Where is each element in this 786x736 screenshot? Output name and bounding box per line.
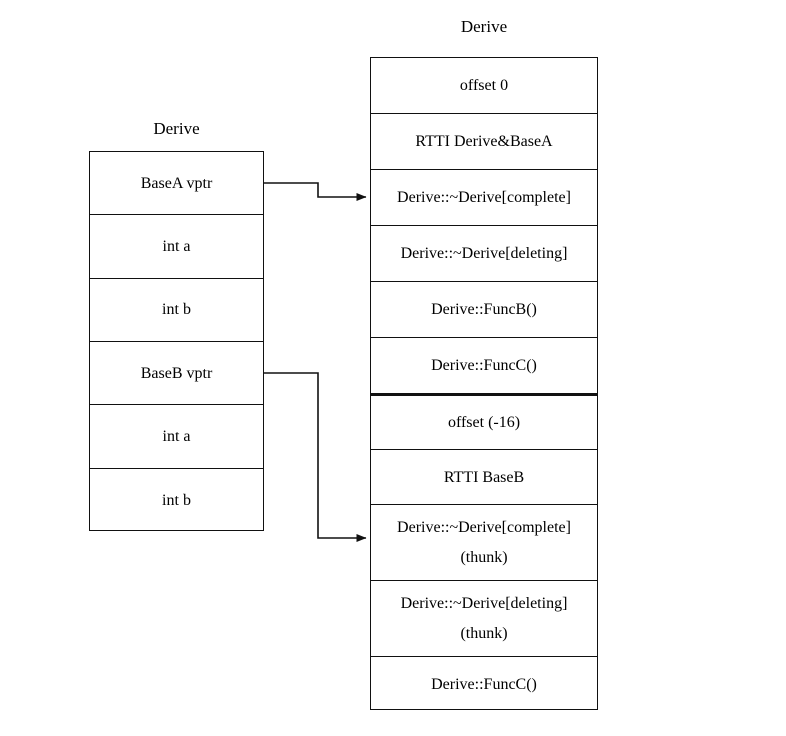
vtable-row-funcc-primary: Derive::FuncC() (371, 338, 597, 394)
vtable-row-label: Derive::FuncC() (431, 357, 537, 374)
object-layout-box: BaseA vptr int a int b BaseB vptr int a … (89, 151, 264, 531)
object-row-label: int a (162, 427, 191, 445)
vtable-row-rtti-baseb: RTTI BaseB (371, 450, 597, 505)
vtable-row-offset-0: offset 0 (371, 58, 597, 114)
vtable-row-label: Derive::~Derive[complete] (397, 189, 571, 206)
vtable-row-funcb: Derive::FuncB() (371, 282, 597, 338)
vtable-box: offset 0 RTTI Derive&BaseA Derive::~Deri… (370, 57, 598, 710)
vtable-row-label: RTTI BaseB (443, 468, 525, 486)
vtable-row-dtor-deleting: Derive::~Derive[deleting] (371, 226, 597, 282)
vtable-row-sublabel: (thunk) (460, 625, 508, 642)
vtable-row-offset-minus-16: offset (-16) (371, 394, 597, 450)
object-row-label: int b (162, 491, 191, 509)
vtable-row-label: offset 0 (459, 77, 509, 94)
object-row-int-b-2: int b (90, 469, 263, 532)
vtable-row-dtor-complete-thunk: Derive::~Derive[complete] (thunk) (371, 505, 597, 581)
object-row-label: int b (162, 301, 191, 319)
vtable-row-label: RTTI Derive&BaseA (415, 133, 553, 150)
object-row-basea-vptr: BaseA vptr (90, 152, 263, 216)
vtable-row-label: Derive::FuncB() (431, 301, 537, 318)
object-row-int-a-2: int a (90, 405, 263, 469)
object-row-label: BaseA vptr (140, 174, 213, 192)
vtable-row-label: Derive::~Derive[complete] (397, 519, 571, 536)
vtable-row-dtor-deleting-thunk: Derive::~Derive[deleting] (thunk) (371, 581, 597, 657)
object-row-label: BaseB vptr (140, 364, 213, 382)
object-row-int-b-1: int b (90, 279, 263, 342)
vtable-row-funcc-secondary: Derive::FuncC() (371, 657, 597, 712)
vtable-row-dtor-complete: Derive::~Derive[complete] (371, 170, 597, 226)
vtable-row-rtti-derive-basea: RTTI Derive&BaseA (371, 114, 597, 170)
object-layout-title: Derive (153, 119, 200, 138)
vtable-row-label: offset (-16) (447, 414, 521, 431)
connector-basea-vptr-icon (264, 182, 367, 201)
vtable-row-label: Derive::FuncC() (431, 676, 537, 693)
object-row-baseb-vptr: BaseB vptr (90, 342, 263, 406)
vtable-title: Derive (460, 17, 508, 36)
object-row-int-a-1: int a (90, 215, 263, 279)
object-row-label: int a (162, 237, 191, 255)
vtable-row-label: Derive::~Derive[deleting] (400, 245, 568, 262)
connector-baseb-vptr-icon (264, 372, 367, 542)
vtable-row-sublabel: (thunk) (460, 549, 508, 566)
vtable-row-label: Derive::~Derive[deleting] (400, 595, 568, 612)
